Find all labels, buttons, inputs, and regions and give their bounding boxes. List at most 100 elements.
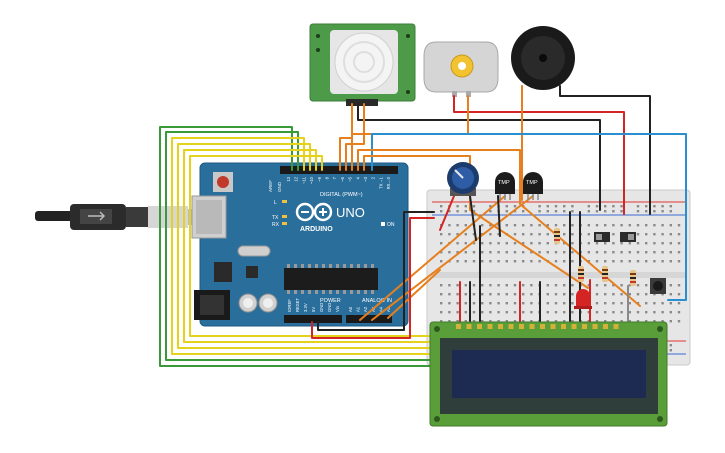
breadboard-hole[interactable] bbox=[669, 311, 672, 314]
breadboard-hole[interactable] bbox=[497, 233, 500, 236]
breadboard-hole[interactable] bbox=[612, 205, 615, 208]
breadboard-hole[interactable] bbox=[661, 233, 664, 236]
breadboard-hole[interactable] bbox=[645, 210, 648, 213]
breadboard-hole[interactable] bbox=[489, 293, 492, 296]
slide-switch[interactable] bbox=[594, 232, 610, 242]
breadboard-hole[interactable] bbox=[628, 302, 631, 305]
breadboard-hole[interactable] bbox=[563, 302, 566, 305]
breadboard-hole[interactable] bbox=[456, 242, 459, 245]
breadboard-hole[interactable] bbox=[669, 210, 672, 213]
breadboard-hole[interactable] bbox=[530, 224, 533, 227]
breadboard-hole[interactable] bbox=[645, 284, 648, 287]
breadboard-hole[interactable] bbox=[505, 311, 508, 314]
breadboard-hole[interactable] bbox=[546, 302, 549, 305]
breadboard-hole[interactable] bbox=[481, 320, 484, 323]
breadboard-hole[interactable] bbox=[513, 233, 517, 236]
breadboard-hole[interactable] bbox=[645, 205, 648, 208]
breadboard-hole[interactable] bbox=[456, 205, 459, 208]
breadboard-hole[interactable] bbox=[677, 293, 681, 296]
breadboard-hole[interactable] bbox=[563, 311, 566, 314]
breadboard-hole[interactable] bbox=[464, 302, 467, 305]
breadboard-hole[interactable] bbox=[636, 293, 640, 296]
breadboard-hole[interactable] bbox=[661, 242, 664, 245]
slide-switch[interactable] bbox=[620, 232, 636, 242]
breadboard-hole[interactable] bbox=[497, 311, 500, 314]
breadboard-hole[interactable] bbox=[612, 233, 615, 236]
breadboard-hole[interactable] bbox=[513, 320, 517, 323]
breadboard-hole[interactable] bbox=[513, 284, 517, 287]
breadboard-hole[interactable] bbox=[530, 302, 533, 305]
breadboard-hole[interactable] bbox=[669, 320, 672, 323]
breadboard-hole[interactable] bbox=[546, 320, 549, 323]
breadboard-hole[interactable] bbox=[604, 284, 607, 287]
breadboard-hole[interactable] bbox=[554, 311, 558, 314]
breadboard-hole[interactable] bbox=[620, 293, 623, 296]
breadboard-hole[interactable] bbox=[645, 260, 648, 263]
breadboard-hole[interactable] bbox=[628, 224, 631, 227]
breadboard-hole[interactable] bbox=[472, 320, 476, 323]
breadboard-hole[interactable] bbox=[571, 224, 574, 227]
breadboard-hole[interactable] bbox=[513, 210, 517, 213]
breadboard-hole[interactable] bbox=[440, 205, 443, 208]
breadboard-hole[interactable] bbox=[571, 205, 574, 208]
breadboard-hole[interactable] bbox=[481, 260, 484, 263]
breadboard-hole[interactable] bbox=[481, 311, 484, 314]
breadboard-hole[interactable] bbox=[538, 224, 541, 227]
breadboard-hole[interactable] bbox=[489, 242, 492, 245]
breadboard-hole[interactable] bbox=[522, 210, 525, 213]
breadboard-hole[interactable] bbox=[628, 251, 631, 254]
breadboard-hole[interactable] bbox=[669, 242, 672, 245]
breadboard-hole[interactable] bbox=[563, 293, 566, 296]
breadboard-hole[interactable] bbox=[513, 293, 517, 296]
breadboard-hole[interactable] bbox=[546, 224, 549, 227]
breadboard-hole[interactable] bbox=[636, 210, 640, 213]
breadboard-hole[interactable] bbox=[554, 284, 558, 287]
breadboard-hole[interactable] bbox=[522, 242, 525, 245]
breadboard-hole[interactable] bbox=[464, 233, 467, 236]
breadboard-hole[interactable] bbox=[505, 224, 508, 227]
breadboard-hole[interactable] bbox=[645, 251, 648, 254]
breadboard-hole[interactable] bbox=[472, 260, 476, 263]
breadboard-hole[interactable] bbox=[481, 224, 484, 227]
breadboard-hole[interactable] bbox=[497, 242, 500, 245]
breadboard-hole[interactable] bbox=[620, 260, 623, 263]
breadboard-hole[interactable] bbox=[464, 284, 467, 287]
breadboard-hole[interactable] bbox=[513, 224, 517, 227]
breadboard-hole[interactable] bbox=[669, 251, 672, 254]
breadboard-hole[interactable] bbox=[448, 311, 451, 314]
breadboard-hole[interactable] bbox=[628, 260, 631, 263]
breadboard-hole[interactable] bbox=[472, 210, 476, 213]
breadboard-hole[interactable] bbox=[677, 311, 681, 314]
breadboard-hole[interactable] bbox=[522, 251, 525, 254]
breadboard-hole[interactable] bbox=[669, 293, 672, 296]
breadboard-hole[interactable] bbox=[645, 233, 648, 236]
breadboard-hole[interactable] bbox=[538, 205, 541, 208]
breadboard-hole[interactable] bbox=[628, 320, 631, 323]
breadboard-hole[interactable] bbox=[612, 284, 615, 287]
breadboard-hole[interactable] bbox=[661, 320, 664, 323]
breadboard-hole[interactable] bbox=[645, 242, 648, 245]
breadboard-hole[interactable] bbox=[636, 320, 640, 323]
breadboard-hole[interactable] bbox=[464, 242, 467, 245]
breadboard-hole[interactable] bbox=[456, 311, 459, 314]
breadboard-hole[interactable] bbox=[571, 260, 574, 263]
breadboard-hole[interactable] bbox=[505, 284, 508, 287]
breadboard-hole[interactable] bbox=[604, 311, 607, 314]
breadboard-hole[interactable] bbox=[563, 205, 566, 208]
breadboard-hole[interactable] bbox=[604, 210, 607, 213]
breadboard-hole[interactable] bbox=[546, 205, 549, 208]
breadboard-hole[interactable] bbox=[456, 293, 459, 296]
breadboard-hole[interactable] bbox=[522, 284, 525, 287]
breadboard-hole[interactable] bbox=[661, 293, 664, 296]
breadboard-hole[interactable] bbox=[587, 224, 590, 227]
breadboard-hole[interactable] bbox=[554, 302, 558, 305]
breadboard-hole[interactable] bbox=[661, 260, 664, 263]
breadboard-hole[interactable] bbox=[522, 320, 525, 323]
breadboard-hole[interactable] bbox=[669, 205, 672, 208]
breadboard-hole[interactable] bbox=[620, 302, 623, 305]
reset-button[interactable] bbox=[213, 172, 233, 192]
breadboard-hole[interactable] bbox=[464, 251, 467, 254]
breadboard-hole[interactable] bbox=[587, 284, 590, 287]
breadboard-hole[interactable] bbox=[677, 233, 681, 236]
breadboard-hole[interactable] bbox=[440, 311, 443, 314]
